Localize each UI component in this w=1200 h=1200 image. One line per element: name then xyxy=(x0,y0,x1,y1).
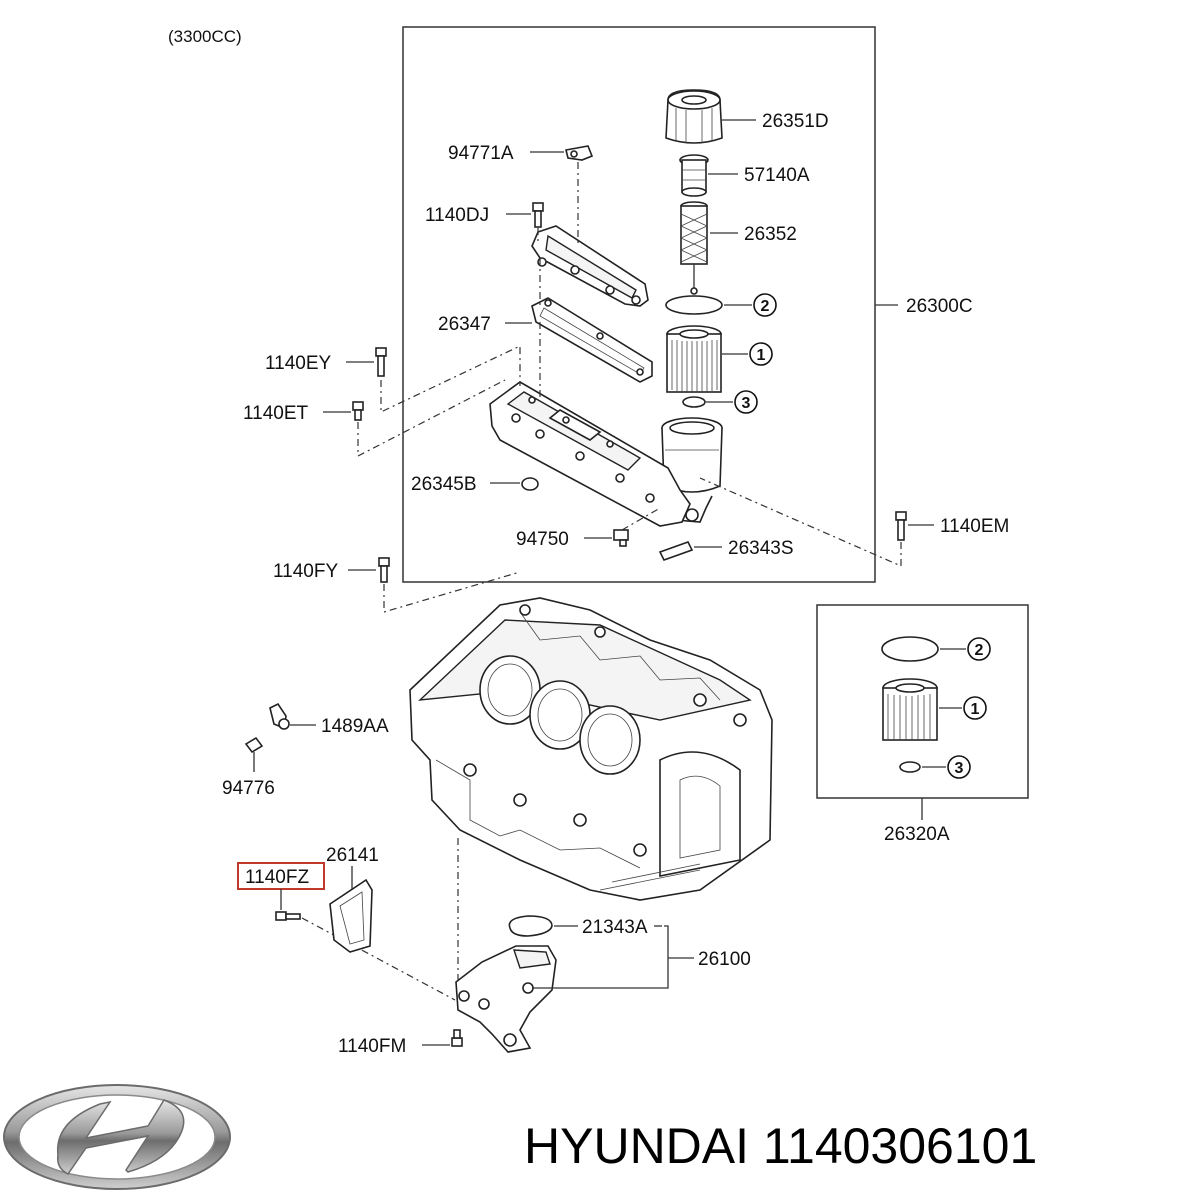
oil-cooler-body xyxy=(489,381,691,527)
bolt-1140FY xyxy=(378,557,390,583)
label-21343A: 21343A xyxy=(582,917,648,938)
callout-1-kit xyxy=(963,696,987,720)
oil-cooler-cover xyxy=(531,225,649,307)
engine-displacement-note: (3300CC) xyxy=(168,27,242,46)
callout-3-kit xyxy=(947,755,971,779)
label-1140EM: 1140EM xyxy=(940,516,1009,537)
label-1140FZ[interactable]: 1140FZ xyxy=(245,867,309,888)
label-1140ET: 1140ET xyxy=(243,403,309,424)
callout-3-top-text: 3 xyxy=(742,395,751,412)
bolt-1140FZ[interactable] xyxy=(275,911,301,921)
label-26352: 26352 xyxy=(744,224,797,245)
callout-3-top xyxy=(734,390,758,414)
wire-bracket xyxy=(565,145,594,161)
callout-2-top-text: 2 xyxy=(761,298,770,315)
callout-1-top xyxy=(749,342,773,366)
oil-filter-valve xyxy=(679,154,709,197)
oil-filter-housing xyxy=(661,417,723,523)
label-26343S: 26343S xyxy=(728,538,794,559)
seal-26345B xyxy=(521,477,539,491)
callout-3-kit-text: 3 xyxy=(955,760,964,777)
oil-pump xyxy=(455,945,557,1053)
callout-2-top xyxy=(753,293,777,317)
engine-block xyxy=(409,597,773,901)
bolt-1140ET xyxy=(352,401,364,421)
label-94750: 94750 xyxy=(516,529,569,550)
label-94776: 94776 xyxy=(222,778,275,799)
label-1140DJ: 1140DJ xyxy=(425,205,489,226)
label-26300C: 26300C xyxy=(906,296,973,317)
oil-filter-element-frame xyxy=(680,201,708,295)
label-26345B: 26345B xyxy=(411,474,477,495)
label-26141: 26141 xyxy=(326,845,379,866)
label-1140FM: 1140FM xyxy=(338,1036,406,1057)
label-1140EY: 1140EY xyxy=(265,353,332,374)
oil-filter-element xyxy=(666,325,722,393)
label-57140A: 57140A xyxy=(744,165,810,186)
bolt-1140FM xyxy=(451,1029,463,1047)
label-26100: 26100 xyxy=(698,949,751,970)
label-26351D: 26351D xyxy=(762,111,829,132)
callout-1-kit-text: 1 xyxy=(971,701,980,718)
oil-filter-cap xyxy=(665,89,723,144)
oil-pump-cover xyxy=(329,878,373,953)
label-94771A: 94771A xyxy=(448,143,514,164)
kit-filter-element xyxy=(882,678,938,741)
callout-1-top-text: 1 xyxy=(757,347,766,364)
oil-pump-gasket xyxy=(508,915,553,937)
product-caption: HYUNDAI 1140306101 xyxy=(524,1118,1037,1174)
oil-pressure-sensor xyxy=(613,529,629,547)
label-1140FY: 1140FY xyxy=(273,561,338,582)
bolt-1140EM xyxy=(895,511,907,541)
hyundai-logo xyxy=(3,1084,231,1190)
bolt-1140EY xyxy=(375,347,387,377)
clip-94776 xyxy=(244,736,264,754)
clip-1489AA xyxy=(269,702,290,730)
callout-2-kit xyxy=(967,637,991,661)
label-1489AA: 1489AA xyxy=(321,716,389,737)
caution-label-26343S xyxy=(658,541,694,561)
kit-o-ring-small xyxy=(899,761,921,773)
label-26320A: 26320A xyxy=(884,824,950,845)
kit-o-ring-large xyxy=(881,636,939,662)
oil-cooler-gasket xyxy=(531,297,653,383)
o-ring-large xyxy=(665,295,723,315)
callout-2-kit-text: 2 xyxy=(975,642,984,659)
o-ring-small xyxy=(682,396,706,408)
label-26347: 26347 xyxy=(438,314,491,335)
bolt-1140DJ xyxy=(532,202,544,228)
